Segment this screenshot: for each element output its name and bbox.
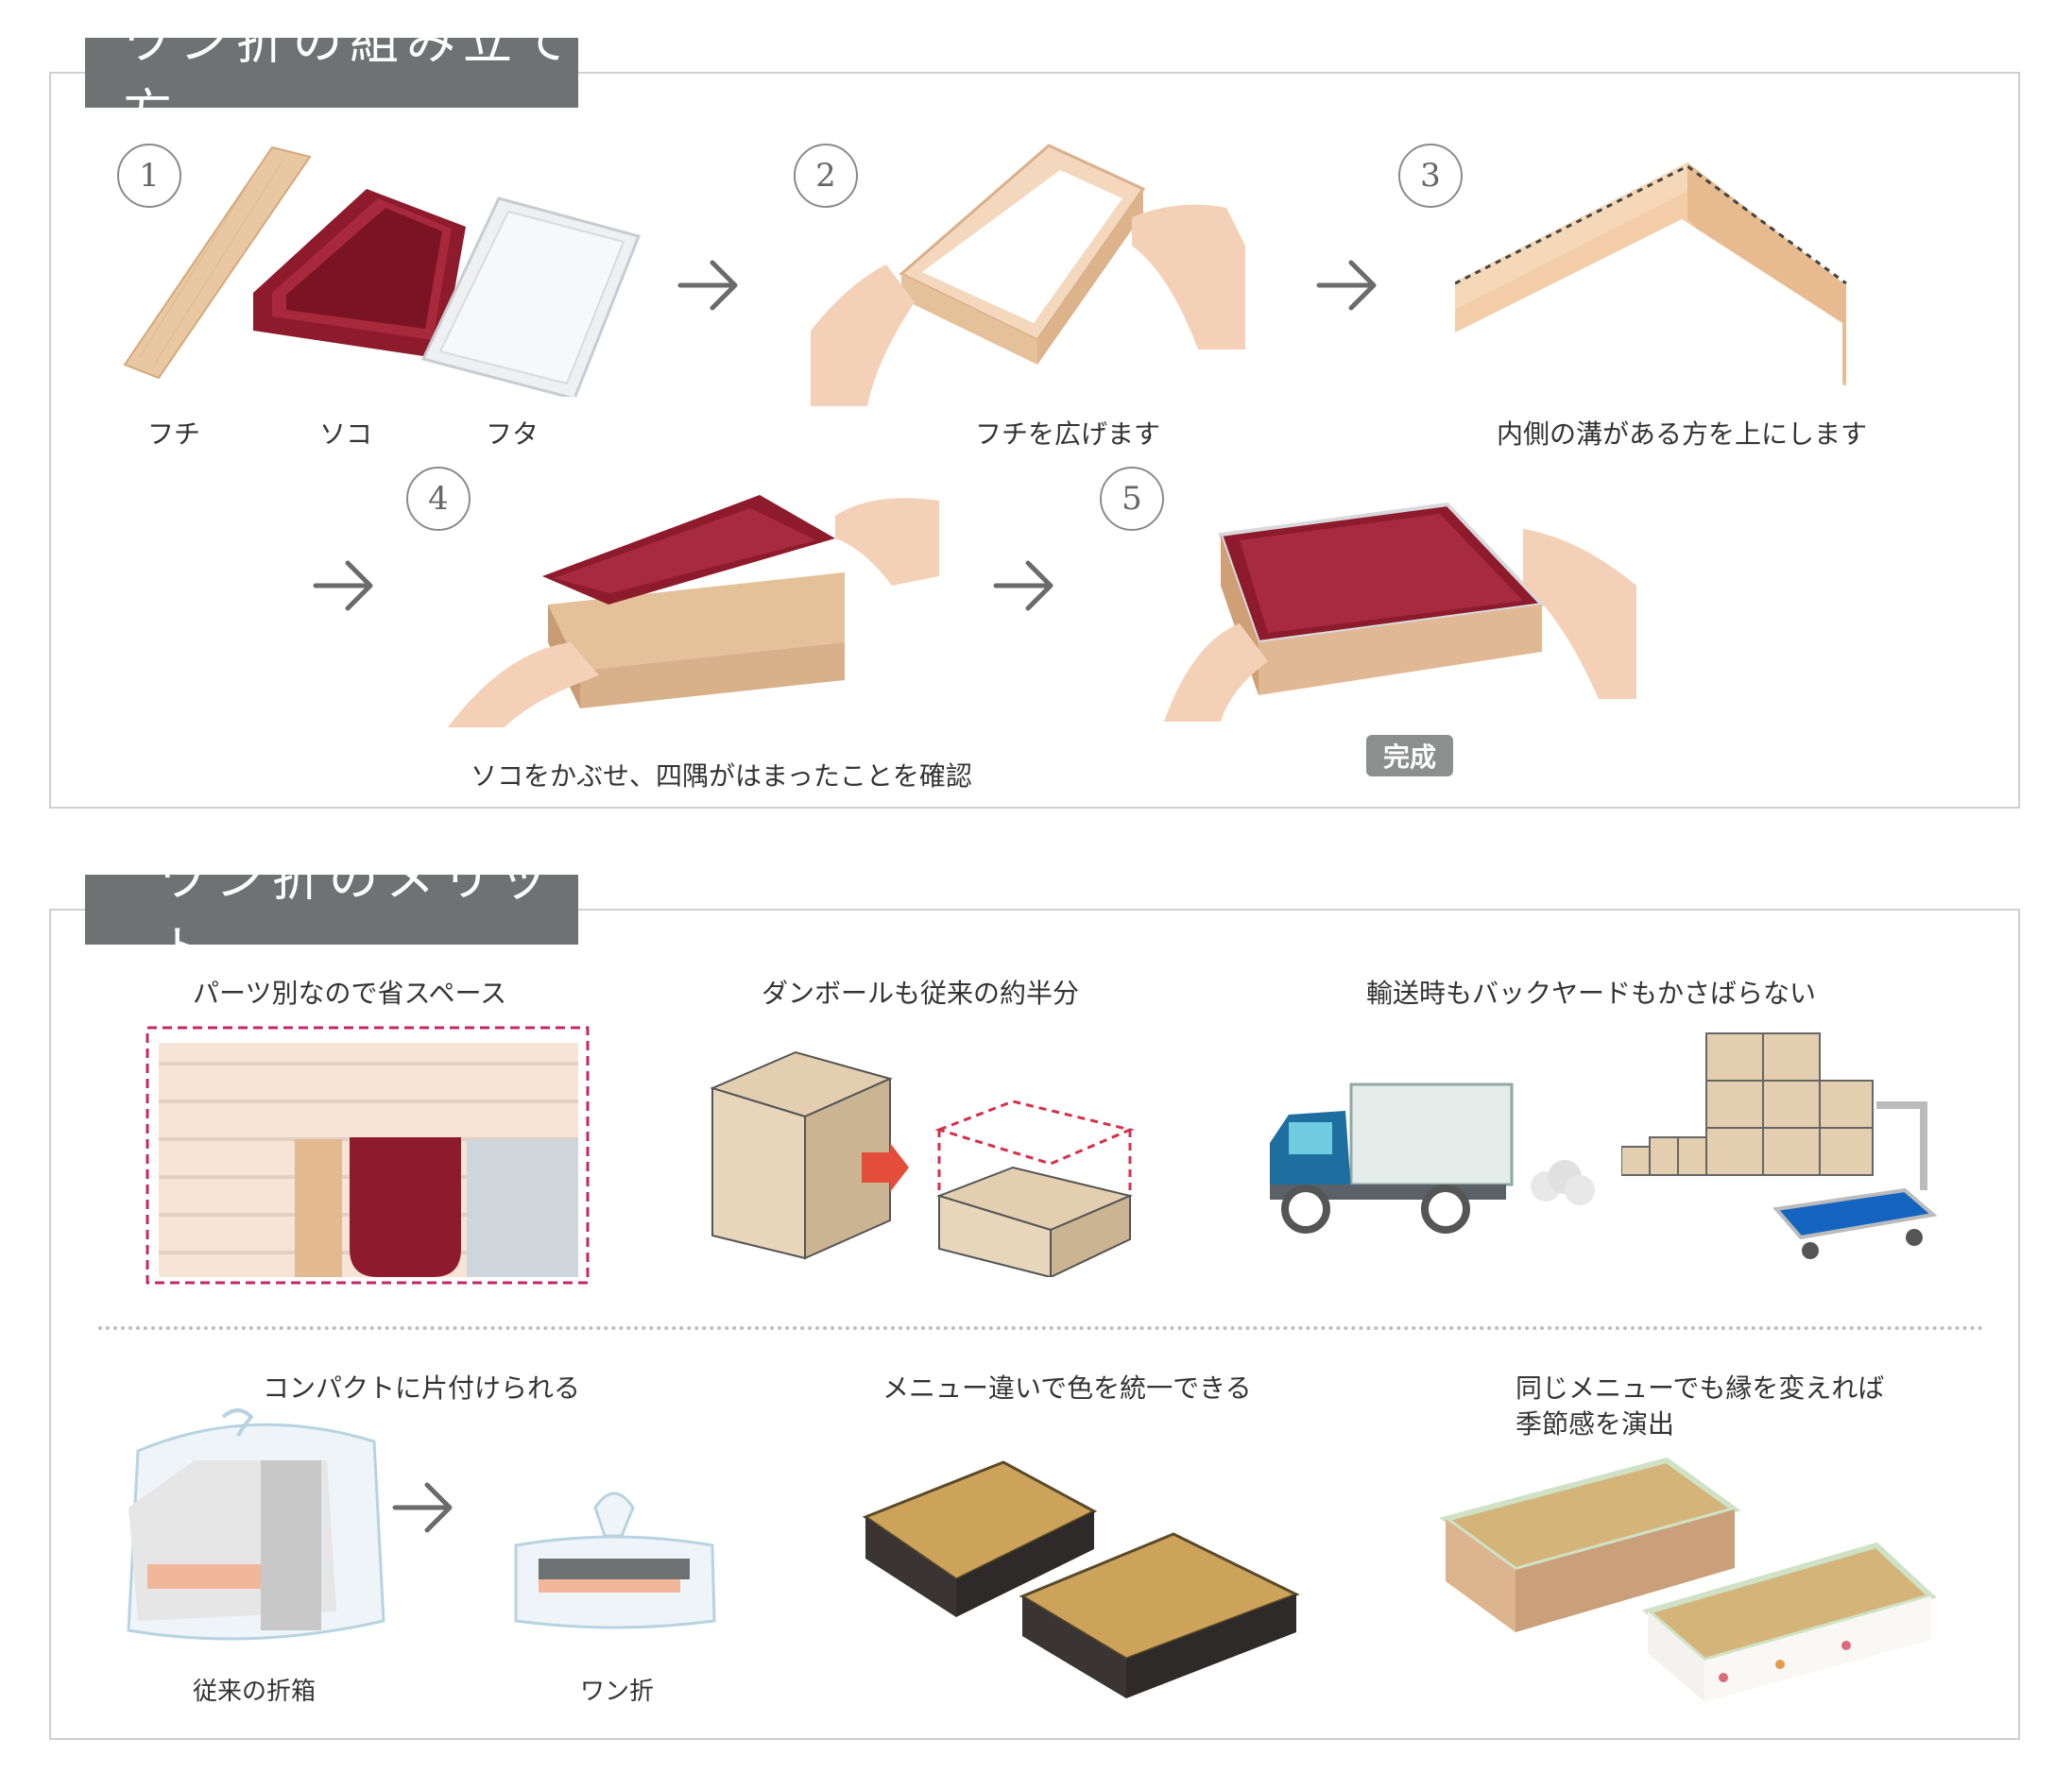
step-4-number: 4 <box>406 467 471 531</box>
arrow-right-icon <box>313 560 373 611</box>
arrow-right-icon <box>677 260 738 311</box>
step-1-label-lid: フタ <box>486 418 539 450</box>
step-2-open-rim-illustration <box>811 144 1245 406</box>
merit-5-color-trays-illustration <box>862 1460 1300 1698</box>
step-3-number: 3 <box>1398 144 1463 208</box>
merit-6-caption-line-2: 季節感を演出 <box>1515 1408 1675 1440</box>
arrow-right-icon <box>1316 260 1377 311</box>
complete-badge: 完成 <box>1366 735 1453 776</box>
merit-6-seasonal-rims-illustration <box>1440 1457 1937 1702</box>
merit-4-caption: コンパクトに片付けられる <box>263 1372 581 1404</box>
step-5-number: 5 <box>1100 467 1164 531</box>
truck-icon <box>1270 1083 1514 1234</box>
hand-cart-icon <box>1772 1101 1938 1259</box>
merits-section-title: ワン折のメリット <box>85 851 578 979</box>
exhaust-cloud-icon <box>1531 1160 1595 1205</box>
plastic-bag-icon <box>127 1408 385 1641</box>
cardboard-box-icon <box>1621 1032 1874 1176</box>
merit-2-cardboard-illustration <box>711 1050 1135 1277</box>
assembly-section-title: ワン折の組み立て方 <box>85 14 578 142</box>
step-1-label-bottom: ソコ <box>319 418 373 450</box>
arrow-right-icon <box>993 560 1053 611</box>
step-4-caption: ソコをかぶせ、四隅がはまったことを確認 <box>471 760 972 792</box>
step-1-number: 1 <box>117 144 181 208</box>
step-3-groove-illustration <box>1455 162 1847 385</box>
merit-1-caption: パーツ別なので省スペース <box>193 978 507 1009</box>
merits-divider <box>98 1326 1984 1330</box>
merit-4-sublabel-wanori: ワン折 <box>580 1678 655 1706</box>
step-3-caption: 内側の溝がある方を上にします <box>1497 418 1868 450</box>
merit-3-caption: 輸送時もバックヤードもかさばらない <box>1366 978 1817 1009</box>
arrow-right-icon <box>392 1482 453 1533</box>
step-5-complete-illustration <box>1164 502 1636 722</box>
step-2-caption: フチを広げます <box>975 418 1161 450</box>
merit-1-space-saving-illustration <box>146 1026 590 1285</box>
step-4-attach-bottom-illustration <box>448 495 939 727</box>
merit-6-caption-line-1: 同じメニューでも縁を変えれば <box>1515 1372 1885 1404</box>
merit-5-caption: メニュー違いで色を統一できる <box>882 1372 1252 1404</box>
merit-2-caption: ダンボールも従来の約半分 <box>762 978 1080 1009</box>
plastic-bag-icon <box>514 1492 716 1629</box>
step-1-label-rim: フチ <box>147 418 201 450</box>
step-2-number: 2 <box>794 144 858 208</box>
merit-4-sublabel-traditional: 従来の折箱 <box>193 1678 317 1706</box>
step-1-parts-illustration <box>123 145 642 397</box>
